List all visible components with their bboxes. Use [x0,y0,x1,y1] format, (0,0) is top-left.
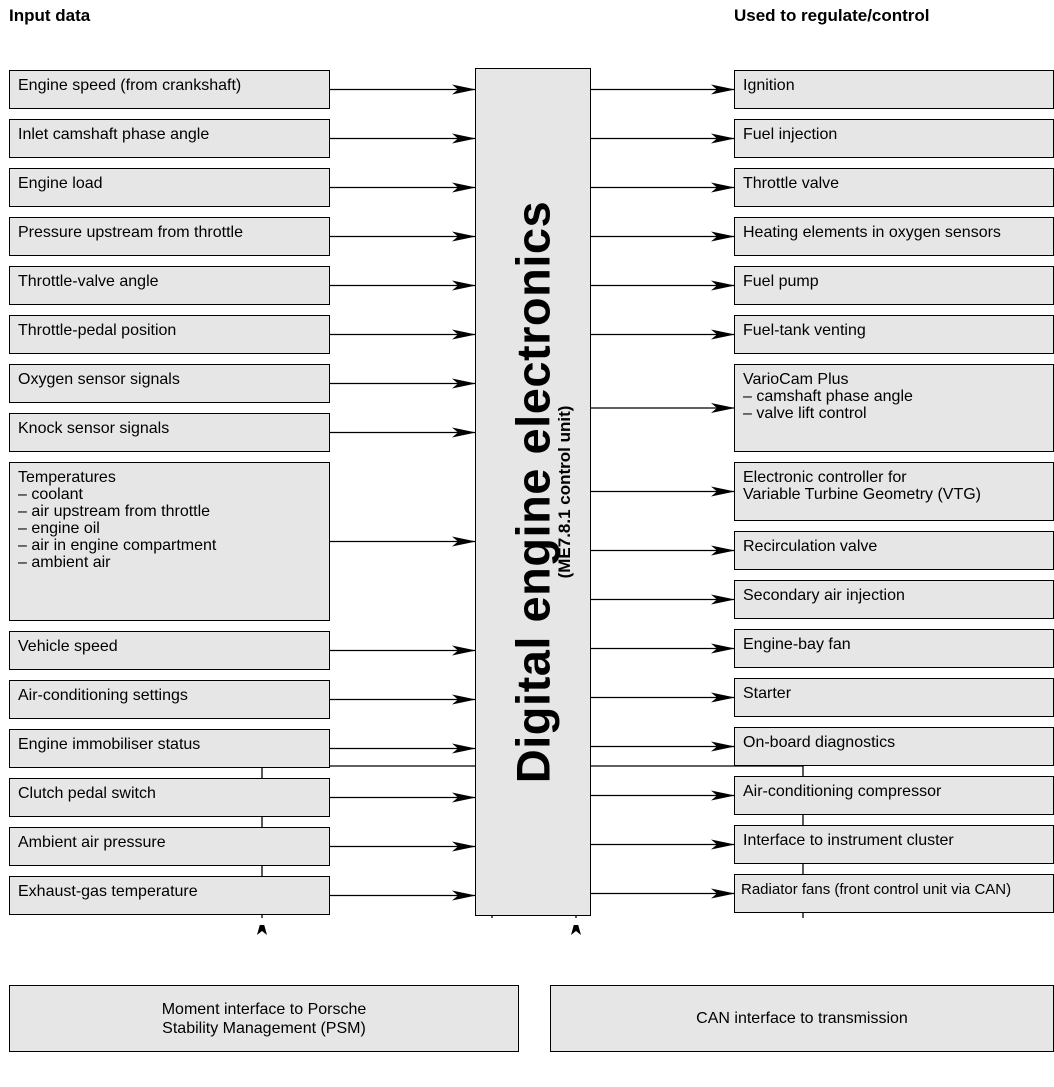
input-arrows [330,84,476,901]
output-item: Interface to instrument cluster [734,825,1054,864]
input-item: Inlet camshaft phase angle [9,119,330,158]
input-item: Air-conditioning settings [9,680,330,719]
output-arrows [591,84,735,899]
input-item: Oxygen sensor signals [9,364,330,403]
input-item: Engine load [9,168,330,207]
output-item: Radiator fans (front control unit via CA… [734,874,1054,913]
output-item: Recirculation valve [734,531,1054,570]
input-item: Exhaust-gas temperature [9,876,330,915]
output-item: Ignition [734,70,1054,109]
input-item: Clutch pedal switch [9,778,330,817]
output-item: Secondary air injection [734,580,1054,619]
output-item: Air-conditioning compressor [734,776,1054,815]
can-interface-box: CAN interface to transmission [550,985,1054,1052]
input-item: Throttle-pedal position [9,315,330,354]
output-item: Fuel injection [734,119,1054,158]
output-item: On-board diagnostics [734,727,1054,766]
input-item: Pressure upstream from throttle [9,217,330,256]
output-item: VarioCam Plus – camshaft phase angle – v… [734,364,1054,452]
input-item: Ambient air pressure [9,827,330,866]
input-item: Temperatures – coolant – air upstream fr… [9,462,330,621]
ecu-box [475,68,591,916]
output-item: Fuel pump [734,266,1054,305]
output-item: Engine-bay fan [734,629,1054,668]
output-item: Electronic controller for Variable Turbi… [734,462,1054,521]
output-item: Heating elements in oxygen sensors [734,217,1054,256]
input-data-heading: Input data [9,6,91,25]
input-item: Throttle-valve angle [9,266,330,305]
input-item: Engine immobiliser status [9,729,330,768]
input-item: Knock sensor signals [9,413,330,452]
output-heading: Used to regulate/control [734,6,930,25]
input-item: Vehicle speed [9,631,330,670]
output-item: Starter [734,678,1054,717]
output-item: Fuel-tank venting [734,315,1054,354]
psm-interface-box: Moment interface to Porsche Stability Ma… [9,985,519,1052]
input-item: Engine speed (from crankshaft) [9,70,330,109]
output-item: Throttle valve [734,168,1054,207]
